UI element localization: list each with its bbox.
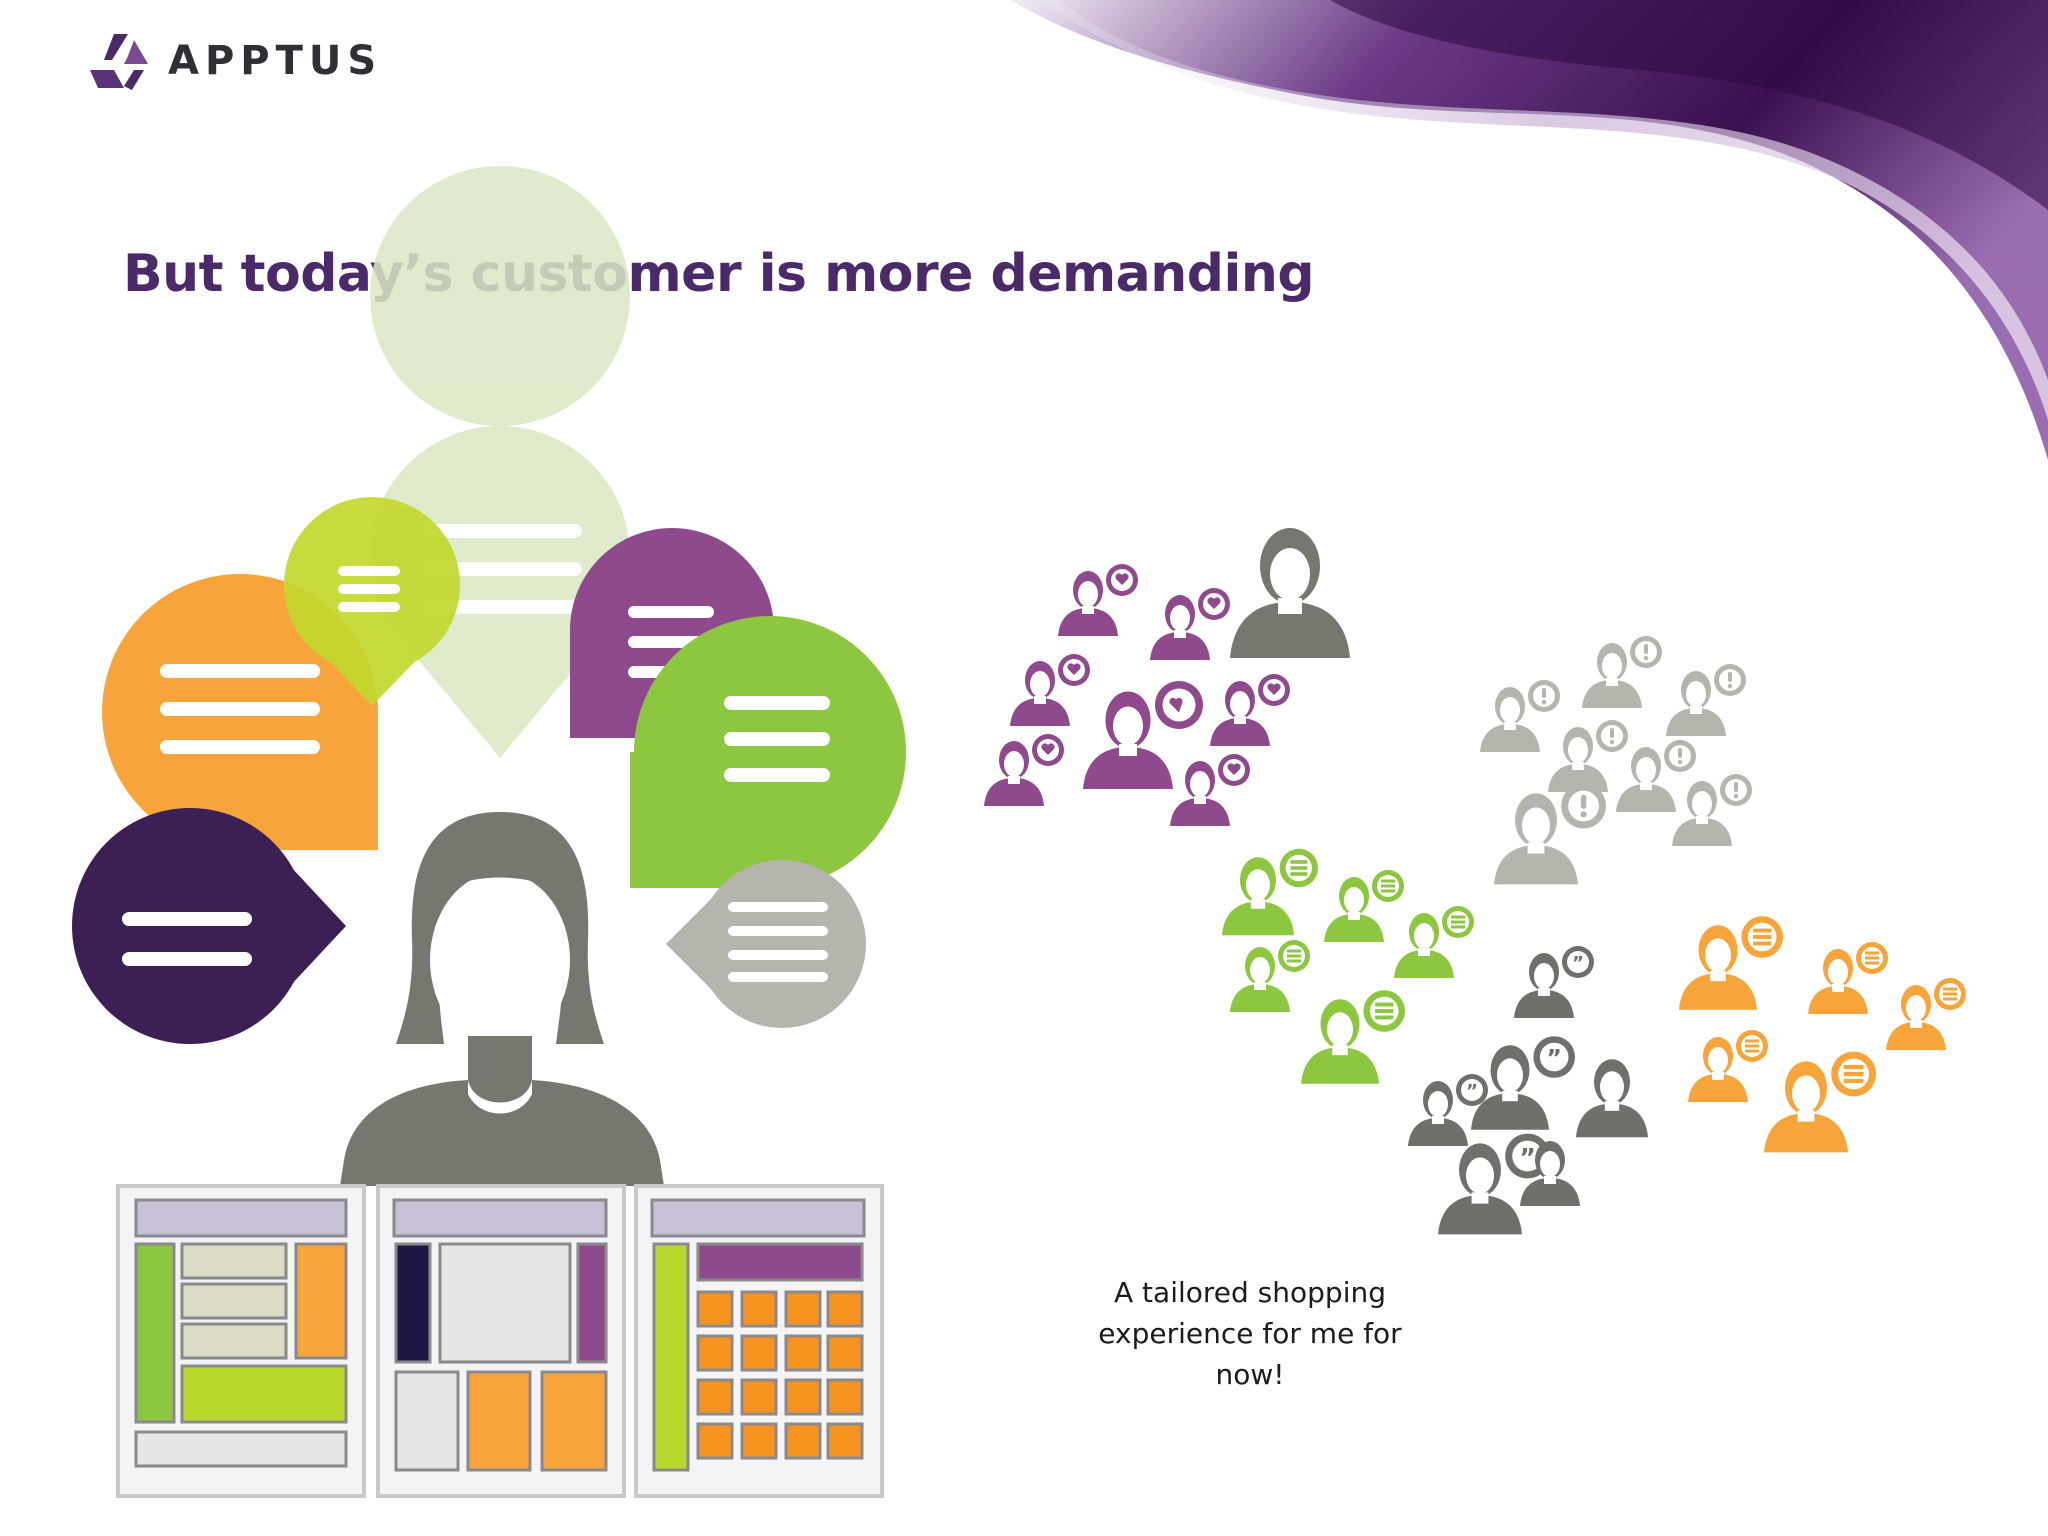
logo-wordmark: APPTUS (168, 38, 383, 84)
speech-bubble-icon (1741, 916, 1783, 958)
person-icon (1576, 1059, 1648, 1138)
svg-text:”: ” (1547, 1044, 1562, 1072)
speech-bubble-icon (1442, 906, 1474, 938)
person-icon (1010, 654, 1090, 726)
woman-person-icon (340, 812, 664, 1186)
person-icon (1210, 674, 1290, 746)
speech-bubble-icon (1934, 978, 1966, 1010)
person-icon (1394, 906, 1474, 978)
person-icon (1808, 942, 1888, 1014)
speech-bubble-icon (1736, 1030, 1768, 1062)
person-icon (1582, 636, 1662, 708)
speech-bubble-icon: ” (1533, 1036, 1575, 1078)
page-layout-icon (376, 1184, 626, 1498)
person-icon: ” (1514, 946, 1594, 1018)
speech-bubble-icon (1363, 990, 1405, 1032)
person-icon (1886, 978, 1966, 1050)
speech-bubble-icon (1198, 588, 1230, 620)
speech-bubble-icon (1155, 681, 1203, 729)
person-icon (1764, 1051, 1876, 1153)
person-icon (1480, 680, 1560, 752)
svg-text:”: ” (1572, 953, 1584, 974)
speech-bubble-icon (1218, 754, 1250, 786)
person-icon (1616, 740, 1696, 812)
slide-caption: A tailored shopping experience for me fo… (1098, 1276, 1402, 1391)
person-icon (984, 734, 1064, 806)
speech-bubble-icon (1630, 636, 1662, 668)
svg-text:”: ” (1519, 1143, 1536, 1172)
person-icon (1170, 754, 1250, 826)
person-icon (1230, 528, 1350, 658)
speech-bubble-icon (1528, 680, 1560, 712)
page-layout-icon (634, 1184, 884, 1498)
person-icon (1222, 848, 1319, 936)
person-icon (1230, 940, 1310, 1012)
person-icon (1058, 564, 1138, 636)
product-grid (696, 1290, 864, 1460)
speech-bubble-icon (1561, 783, 1606, 829)
speech-bubble-icon (72, 808, 346, 1044)
speech-bubble-icon (1279, 848, 1319, 888)
person-icon (1150, 588, 1230, 660)
speech-bubble-icon (630, 616, 906, 888)
person-icon (1548, 720, 1628, 792)
person-icon (1324, 870, 1404, 942)
speech-bubble-icon (284, 497, 460, 706)
person-icon (1672, 774, 1752, 846)
person-icon (1666, 664, 1746, 736)
speech-bubble-icon (666, 860, 866, 1028)
speech-bubble-icon (1720, 774, 1752, 806)
apptus-logo[interactable]: APPTUS (84, 30, 382, 92)
speech-bubble-icon (1372, 870, 1404, 902)
person-icon (1520, 1141, 1580, 1206)
speech-bubble-icon (1714, 664, 1746, 696)
person-icon: ” (1408, 1074, 1488, 1146)
person-icon: ” (1471, 1036, 1575, 1130)
svg-text:”: ” (1466, 1081, 1478, 1102)
person-icon (1688, 1030, 1768, 1102)
slide-title: But today’s customer is more demanding (123, 244, 1315, 304)
person-icon: ” (1438, 1133, 1550, 1235)
speech-bubble-icon (1058, 654, 1090, 686)
speech-bubble-icon: ” (1562, 946, 1594, 978)
speech-bubble-icon (1258, 674, 1290, 706)
apptus-triangle-logo-icon (90, 34, 148, 90)
speech-bubble-icon: ” (1456, 1074, 1488, 1106)
person-icon (1494, 783, 1606, 885)
speech-bubble-icon (1278, 940, 1310, 972)
speech-bubble-icon (1831, 1051, 1876, 1097)
person-icon (1301, 990, 1405, 1084)
speech-bubble-icon (1664, 740, 1696, 772)
person-icon (1679, 916, 1783, 1010)
speech-bubble-icon (1106, 564, 1138, 596)
speech-bubble-icon (1032, 734, 1064, 766)
speech-bubble-icon (1596, 720, 1628, 752)
page-layout-icon (116, 1184, 366, 1498)
speech-bubble-icon (1856, 942, 1888, 974)
person-icon (1083, 681, 1203, 789)
